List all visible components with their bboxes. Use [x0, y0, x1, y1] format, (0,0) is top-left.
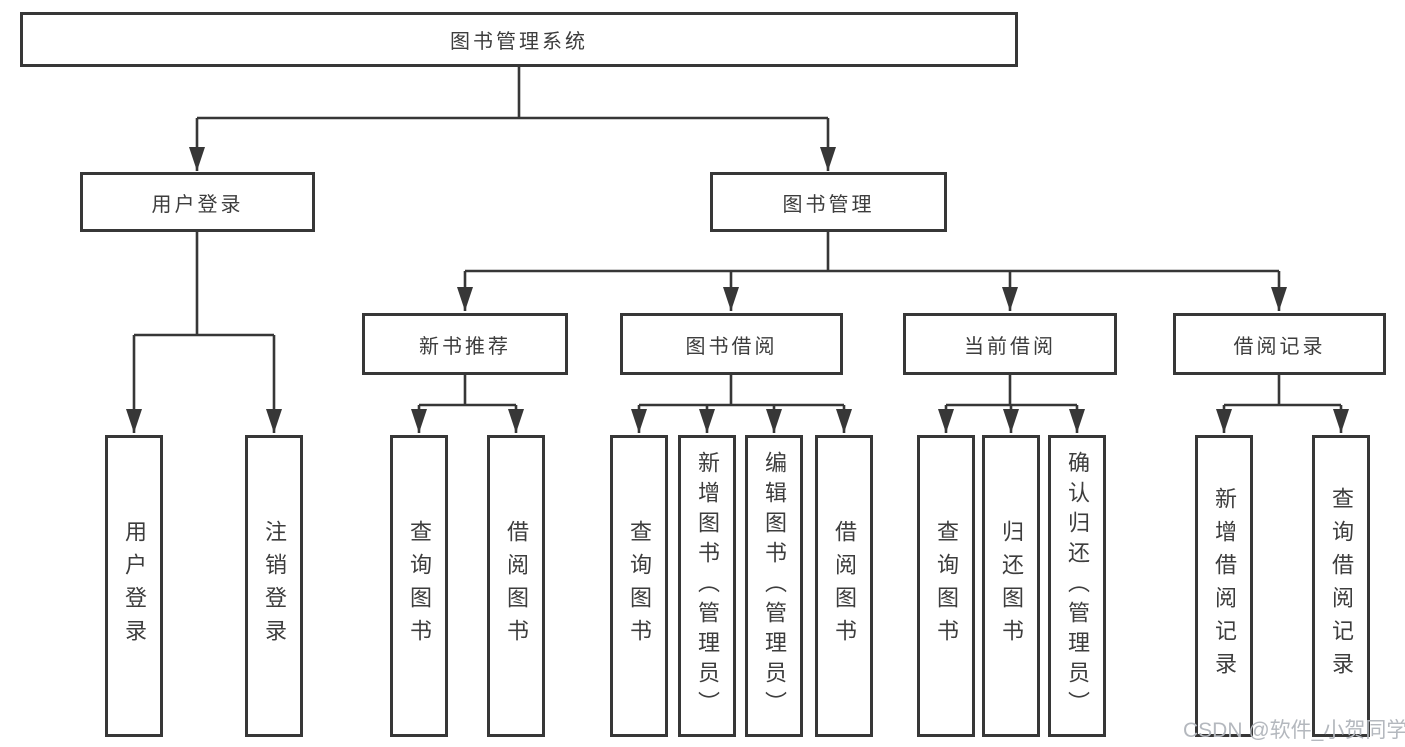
node-leaf-edit-books-admin: 编辑图书（管理员）	[745, 435, 803, 737]
node-leaf-query-books-borrowing: 查询图书	[610, 435, 668, 737]
node-leaf-query-books-recommend: 查询图书	[390, 435, 448, 737]
node-label: 新书推荐	[419, 335, 511, 358]
node-borrowing-records: 借阅记录	[1173, 313, 1386, 375]
node-label: 借阅记录	[1233, 335, 1326, 358]
node-leaf-add-borrow-record: 新增借阅记录	[1195, 435, 1253, 737]
node-label: 查询借阅记录	[1329, 487, 1354, 685]
node-label: 查询图书	[934, 520, 959, 652]
node-label: 注销登录	[262, 520, 287, 652]
node-leaf-confirm-return-admin: 确认归还（管理员）	[1048, 435, 1106, 737]
node-leaf-borrow-books: 借阅图书	[815, 435, 873, 737]
node-leaf-borrow-books-recommend: 借阅图书	[487, 435, 545, 737]
node-current-borrowing: 当前借阅	[903, 313, 1117, 375]
node-leaf-logout: 注销登录	[245, 435, 303, 737]
node-label: 确认归还（管理员）	[1065, 451, 1090, 721]
trunk-lines	[134, 67, 1341, 407]
node-label: 编辑图书（管理员）	[762, 451, 787, 721]
node-label: 用户登录	[122, 520, 147, 652]
node-leaf-user-login: 用户登录	[105, 435, 163, 737]
arrow-drops	[126, 118, 1349, 433]
node-label: 当前借阅	[964, 335, 1056, 358]
csdn-watermark: CSDN @软件_小贺同学	[1183, 719, 1405, 742]
node-leaf-query-borrow-record: 查询借阅记录	[1312, 435, 1370, 737]
node-label: 新增借阅记录	[1212, 487, 1237, 685]
node-label: 新增图书（管理员）	[695, 451, 720, 721]
node-leaf-return-books: 归还图书	[982, 435, 1040, 737]
node-label: 图书借阅	[685, 335, 778, 358]
node-leaf-add-books-admin: 新增图书（管理员）	[678, 435, 736, 737]
node-label: 借阅图书	[832, 520, 857, 652]
node-label: 用户登录	[151, 193, 244, 216]
node-new-book-recommend: 新书推荐	[362, 313, 568, 375]
node-label: 查询图书	[627, 520, 652, 652]
node-label: 归还图书	[999, 520, 1024, 652]
node-label: 图书管理系统	[450, 31, 588, 53]
node-book-borrowing: 图书借阅	[620, 313, 843, 375]
node-book-management: 图书管理	[710, 172, 947, 232]
node-library-management-system: 图书管理系统	[20, 12, 1018, 67]
node-label: 图书管理	[782, 193, 875, 216]
node-label: 借阅图书	[504, 520, 529, 652]
node-label: 查询图书	[407, 520, 432, 652]
node-user-login: 用户登录	[80, 172, 315, 232]
node-leaf-query-books-current: 查询图书	[917, 435, 975, 737]
